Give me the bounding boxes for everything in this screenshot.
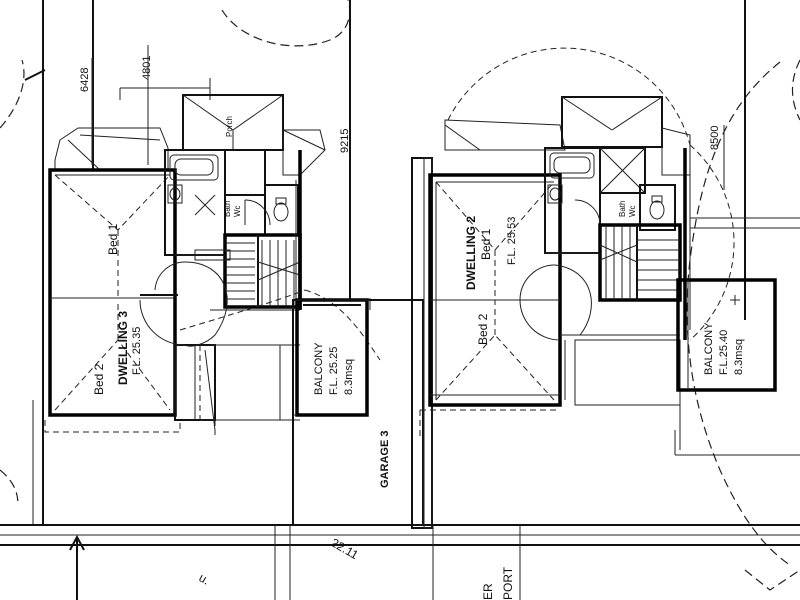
balcony-area-d2: 8.3msq (733, 339, 745, 375)
dwelling-3: Porch Bath Wc (44, 94, 424, 526)
balcony-fl: F.L. 25.25 (328, 347, 340, 395)
dwelling2-name: DWELLING 2 (464, 216, 478, 290)
bath-label: Bath (223, 201, 232, 217)
partial-label-port: PORT (501, 566, 515, 600)
dwelling2-fl: F.L. 25.53 (506, 217, 518, 265)
dwelling3-fl: F.L. 25.35 (131, 327, 143, 375)
bed1-label: Bed 1 (106, 223, 120, 255)
bed1-label-d2: Bed 1 (479, 228, 493, 260)
bath-label-d2: Bath (618, 201, 627, 217)
dwelling3-name: DWELLING 3 (116, 311, 130, 385)
dim-9215: 9215 (339, 129, 351, 153)
door-swing-arc-large (447, 47, 735, 341)
garage-label: GARAGE 3 (379, 431, 391, 488)
dwelling-2: Bath Wc DWELLING (411, 96, 800, 529)
wc-label: Wc (233, 205, 242, 217)
street-level: 22.11 (329, 535, 362, 562)
balcony-label-d2: BALCONY (703, 322, 715, 375)
north-arrow-icon (69, 534, 85, 600)
partial-label-left: u. (197, 570, 213, 587)
dim-8500: 8500 (709, 126, 721, 150)
tree-canopy-outlines (0, 0, 351, 506)
balcony-fl-d2: F.L.25.40 (718, 330, 730, 375)
wc-label-d2: Wc (628, 205, 637, 217)
bed2-label: Bed 2 (92, 363, 106, 395)
dim-6428: 6428 (79, 68, 91, 92)
porch-label: Porch (225, 116, 234, 137)
partial-label-er: ER (481, 583, 495, 600)
bed2-label-d2: Bed 2 (476, 313, 490, 345)
balcony-area: 8.3msq (343, 359, 355, 395)
stair-treads (225, 235, 301, 307)
balcony-label: BALCONY (313, 342, 325, 395)
stair-treads-d2 (599, 225, 680, 300)
dim-4801: 4801 (141, 56, 153, 80)
